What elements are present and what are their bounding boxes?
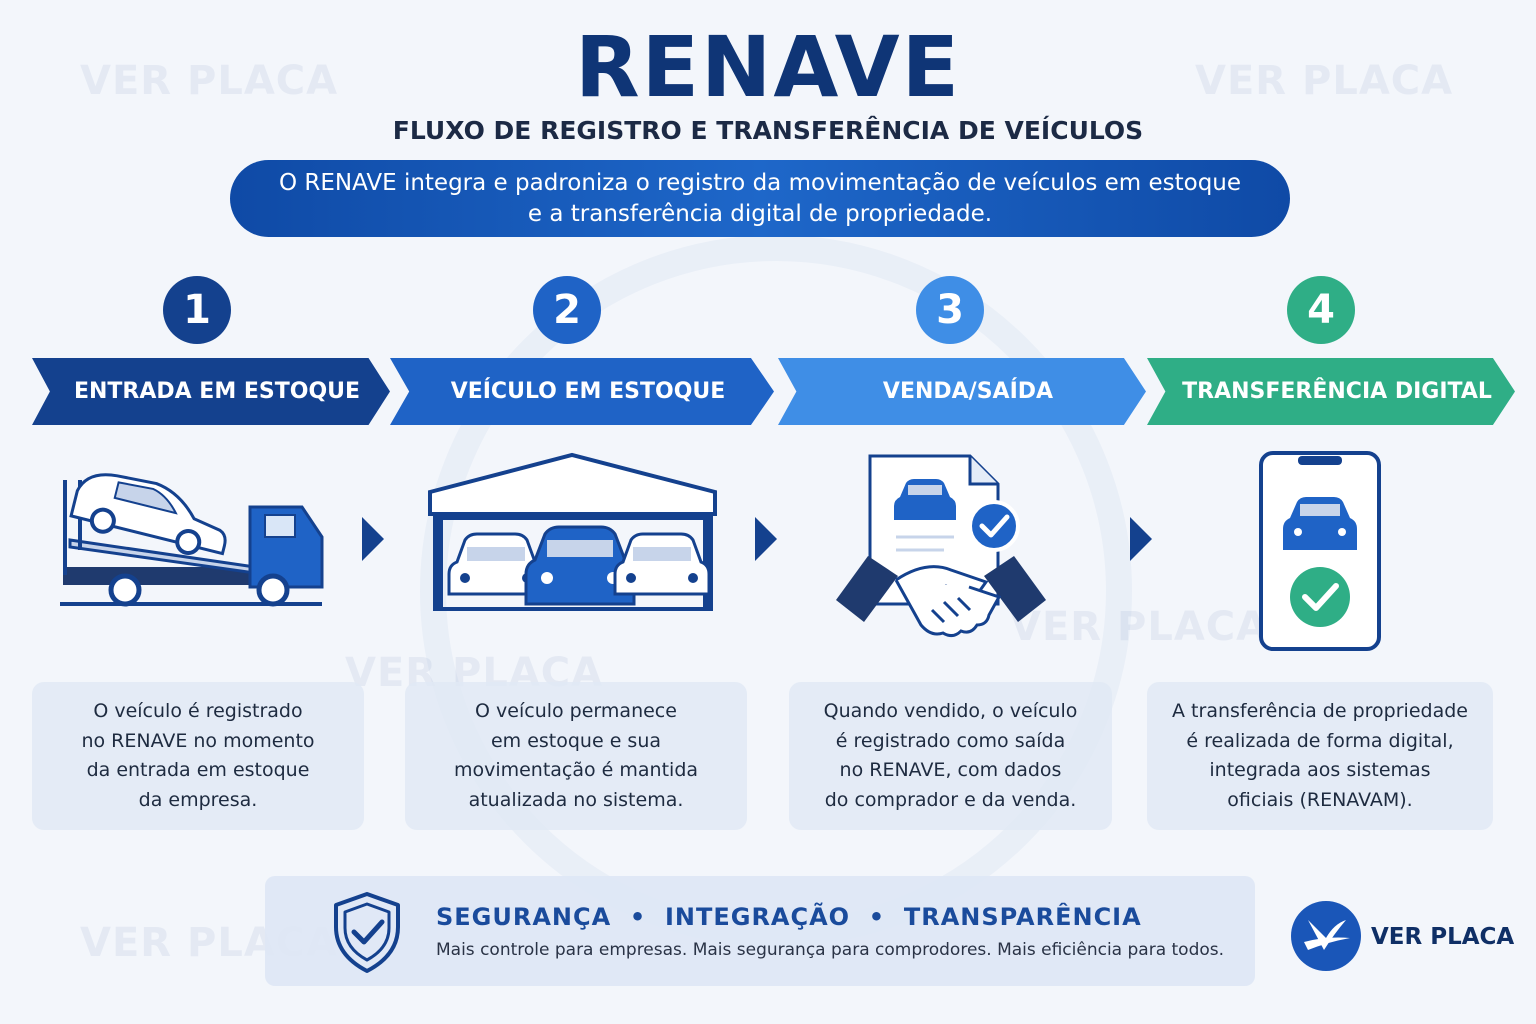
page-subtitle: FLUXO DE REGISTRO E TRANSFERÊNCIA DE VEÍ… — [392, 116, 1144, 145]
step-4-label: TRANSFERÊNCIA DIGITAL — [1147, 358, 1515, 425]
step-2-description-line: atualizada no sistema. — [468, 788, 684, 811]
footer-tagline: Mais controle para empresas. Mais segura… — [436, 940, 1225, 960]
step-3-description: Quando vendido, o veículo é registrado c… — [789, 682, 1112, 830]
brand-name: VER PLACA — [1371, 924, 1515, 950]
step-2-description-line: movimentação é mantida — [453, 759, 699, 781]
intro-line-2: e a transferência digital de propriedade… — [527, 200, 993, 227]
shield-check-icon — [334, 892, 400, 973]
step-1-description-line: da empresa. — [138, 788, 258, 811]
intro-line-1: O RENAVE integra e padroniza o registro … — [278, 169, 1242, 196]
step-4-description-line: é realizada de forma digital, — [1186, 729, 1454, 752]
step-4-description-line: integrada aos sistemas — [1209, 759, 1431, 781]
intro-banner: O RENAVE integra e padroniza o registro … — [230, 160, 1290, 237]
step-3-number: 3 — [916, 276, 984, 344]
connector-arrow-1 — [362, 517, 384, 561]
step-1-description-line: da entrada em estoque — [86, 759, 310, 781]
step-3-description-line: Quando vendido, o veículo — [823, 700, 1078, 722]
handshake-icon — [836, 454, 1046, 638]
footer-panel — [265, 876, 1255, 986]
step-2-description-line: O veículo permanece — [475, 700, 677, 722]
garage-icon — [428, 452, 717, 611]
step-2-number: 2 — [533, 276, 601, 344]
step-1-number: 1 — [163, 276, 231, 344]
tow-truck-icon — [60, 473, 324, 607]
page-title: RENAVE — [574, 18, 962, 116]
step-1-label: ENTRADA EM ESTOQUE — [32, 358, 390, 425]
step-2-description: O veículo permanece em estoque e sua mov… — [405, 682, 747, 830]
step-2-label: VEÍCULO EM ESTOQUE — [390, 358, 774, 425]
step-2-description-line: em estoque e sua — [490, 729, 662, 752]
watermark-text: VER PLACA — [1010, 604, 1269, 650]
step-1-description: O veículo é registrado no RENAVE no mome… — [32, 682, 364, 830]
step-3-description-line: do comprador e da venda. — [824, 788, 1077, 811]
step-1-description-line: O veículo é registrado — [93, 700, 303, 722]
connector-arrow-3 — [1130, 517, 1152, 561]
step-3-label: VENDA/SAÍDA — [778, 358, 1146, 425]
smartphone-icon — [1259, 451, 1381, 651]
ver-placa-logo — [1291, 901, 1361, 971]
connector-arrow-2 — [755, 517, 777, 561]
footer-tags: SEGURANÇA • INTEGRAÇÃO • TRANSPARÊNCIA — [436, 903, 1142, 931]
step-1-description-line: no RENAVE no momento — [81, 729, 315, 752]
step-4-description-line: oficiais (RENAVAM). — [1227, 788, 1413, 811]
step-4-description-line: A transferência de propriedade — [1172, 700, 1468, 722]
step-3-description-line: no RENAVE, com dados — [839, 759, 1062, 781]
step-4-description: A transferência de propriedade é realiza… — [1147, 682, 1493, 830]
step-3-description-line: é registrado como saída — [835, 729, 1066, 752]
step-4-number: 4 — [1287, 276, 1355, 344]
